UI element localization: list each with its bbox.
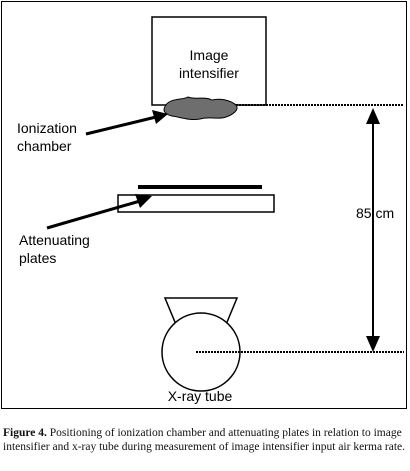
ionization-chamber-arrowhead — [152, 110, 168, 124]
ionization-chamber-shape — [163, 96, 238, 121]
attenuating-plates-arrow — [46, 199, 141, 230]
distance-arrowhead-top — [366, 108, 380, 124]
xray-tube-label: X-ray tube — [167, 388, 233, 404]
attenuating-plate-base — [117, 194, 275, 213]
distance-arrowhead-bottom — [366, 336, 380, 352]
distance-label: 85 cm — [356, 205, 395, 221]
figure-frame — [1, 1, 407, 409]
image-intensifier-label: Image intensifier — [179, 47, 239, 81]
caption-title: Figure 4. — [3, 427, 47, 439]
attenuating-plates-label: Attenuating plates — [19, 232, 90, 266]
figure-caption: Figure 4. Positioning of ionization cham… — [3, 426, 407, 454]
ionization-chamber-arrow — [85, 115, 157, 136]
attenuating-plates-arrowhead — [135, 194, 152, 208]
caption-text: Positioning of ionization chamber and at… — [3, 427, 406, 453]
ionization-chamber-label: Ionization chamber — [17, 120, 77, 154]
